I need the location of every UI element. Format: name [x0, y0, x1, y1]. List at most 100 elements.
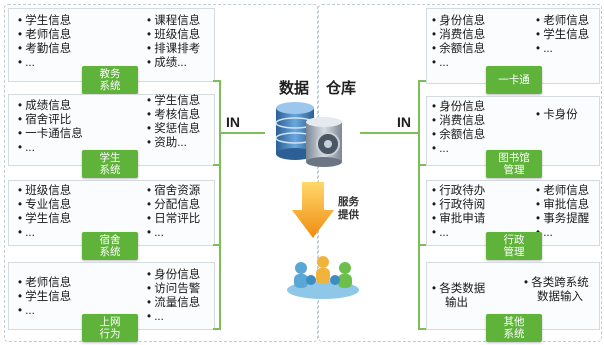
right-systems-frame	[318, 4, 602, 342]
admin-management-tag: 行政 管理	[486, 232, 542, 260]
list-item: 学生信息	[536, 28, 589, 42]
list-item: ...	[18, 56, 71, 70]
service-line: 提供	[338, 209, 359, 221]
list-item: 各类跨系统	[524, 276, 589, 290]
list-item: 身份信息	[147, 268, 200, 282]
tag-line: 上网	[99, 316, 121, 328]
network-col1: 老师信息 学生信息 ...	[18, 276, 71, 318]
list-item: 各类数据	[432, 282, 485, 296]
list-item: 消费信息	[432, 114, 485, 128]
tag-line: 教务	[99, 68, 121, 80]
service-down-arrow-icon	[292, 182, 334, 238]
library-col2: 卡身份	[536, 108, 578, 122]
dorm-col2: 宿舍资源 分配信息 日常评比 ...	[147, 184, 200, 240]
student-col2: 学生信息 考核信息 奖惩信息 资助...	[147, 94, 200, 150]
list-item: 事务提醒	[536, 212, 589, 226]
list-item: 余额信息	[432, 42, 485, 56]
list-item: 余额信息	[432, 128, 485, 142]
list-item: 排课排考	[147, 42, 200, 56]
list-item: 身份信息	[432, 100, 485, 114]
left-connector-tick	[213, 80, 220, 82]
list-item: ...	[432, 226, 485, 240]
list-item: 奖惩信息	[147, 122, 200, 136]
in-label-right: IN	[397, 114, 411, 130]
network-col2: 身份信息 访问告警 流量信息 ...	[147, 268, 200, 324]
tag-line: 学生	[99, 152, 121, 164]
list-item: 老师信息	[18, 276, 71, 290]
list-item: 班级信息	[18, 184, 71, 198]
list-item: 成绩信息	[18, 99, 83, 113]
left-connector-tick	[213, 164, 220, 166]
right-connector-tick	[419, 80, 426, 82]
list-item: 访问告警	[147, 282, 200, 296]
service-label: 服务 提供	[338, 196, 359, 222]
list-item: 行政待办	[432, 184, 485, 198]
list-item: 老师信息	[536, 184, 589, 198]
other-col2: 各类跨系统	[524, 276, 589, 290]
other-col1: 各类数据	[432, 282, 485, 296]
tag-line: 行政	[503, 234, 525, 246]
campus-card-tag: 一卡通	[486, 66, 542, 94]
warehouse-title-2: 仓库	[326, 80, 357, 97]
right-connector-vertical	[418, 80, 420, 330]
library-management-tag: 图书馆 管理	[486, 150, 542, 178]
admin-col1: 行政待办 行政待阅 审批申请 ...	[432, 184, 485, 240]
academic-system-tag: 教务 系统	[82, 66, 138, 94]
list-item: 专业信息	[18, 198, 71, 212]
list-item: 身份信息	[432, 14, 485, 28]
list-item: ...	[432, 56, 485, 70]
list-item: 消费信息	[432, 28, 485, 42]
list-item: 学生信息	[147, 94, 200, 108]
list-item: 老师信息	[536, 14, 589, 28]
tag-line: 宿舍	[99, 234, 121, 246]
campus-card-col1: 身份信息 消费信息 余额信息 ...	[432, 14, 485, 70]
right-connector-from-warehouse	[360, 132, 418, 134]
list-item: ...	[18, 141, 83, 155]
left-connector-tick	[213, 328, 220, 330]
list-item: 班级信息	[147, 28, 200, 42]
right-connector-tick	[419, 244, 426, 246]
list-item: ...	[147, 226, 200, 240]
student-system-tag: 学生 系统	[82, 150, 138, 178]
tag-line: 一卡通	[498, 74, 530, 86]
list-item: 老师信息	[18, 28, 71, 42]
admin-col2: 老师信息 审批信息 事务提醒 ...	[536, 184, 589, 240]
left-connector-tick	[213, 244, 220, 246]
tag-line: 系统	[99, 246, 121, 258]
tag-line: 系统	[99, 80, 121, 92]
list-item: ...	[18, 226, 71, 240]
service-line: 服务	[338, 196, 359, 208]
academic-col1: 学生信息 老师信息 考勤信息 ...	[18, 14, 71, 70]
list-item: 学生信息	[18, 212, 71, 226]
list-item: 宿舍资源	[147, 184, 200, 198]
network-behavior-tag: 上网 行为	[82, 314, 138, 342]
list-item: 资助...	[147, 136, 200, 150]
tag-line: 系统	[99, 164, 121, 176]
list-item: ...	[18, 304, 71, 318]
list-item: ...	[536, 42, 589, 56]
list-item: 日常评比	[147, 212, 200, 226]
tag-line: 管理	[503, 164, 525, 176]
list-item: ...	[536, 226, 589, 240]
left-systems-frame	[4, 4, 318, 342]
dorm-system-tag: 宿舍 系统	[82, 232, 138, 260]
list-item: 行政待阅	[432, 198, 485, 212]
left-connector-vertical	[219, 80, 221, 330]
list-item: 一卡通信息	[18, 127, 83, 141]
right-connector-tick	[419, 164, 426, 166]
warehouse-title-1: 数据	[279, 80, 310, 97]
list-item: 流量信息	[147, 296, 200, 310]
in-label-left: IN	[226, 114, 240, 130]
campus-card-col2: 老师信息 学生信息 ...	[536, 14, 589, 56]
list-item: 考核信息	[147, 108, 200, 122]
database-server-icon	[275, 102, 342, 167]
list-item: 宿舍评比	[18, 113, 83, 127]
library-col1: 身份信息 消费信息 余额信息 ...	[432, 100, 485, 156]
list-item-cont: 输出	[445, 297, 468, 309]
users-meeting-icon	[287, 256, 359, 299]
list-item: 考勤信息	[18, 42, 71, 56]
other-col1-cont: 输出	[445, 296, 468, 310]
tag-line: 行为	[99, 328, 121, 340]
tag-line: 图书馆	[498, 152, 530, 164]
